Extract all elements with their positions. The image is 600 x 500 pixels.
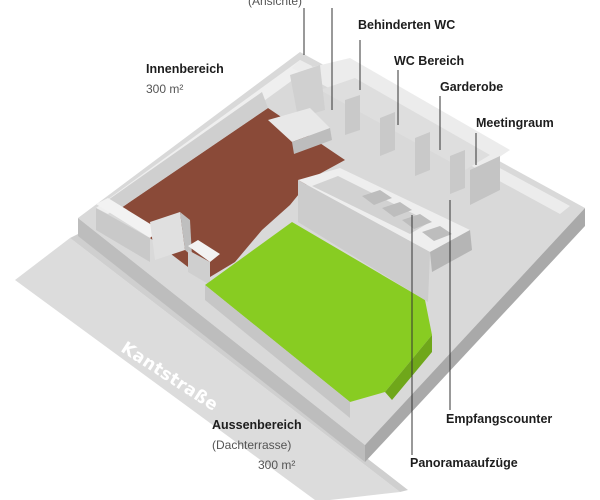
label-innenbereich-area: 300 m² <box>146 82 184 96</box>
innen-wall-front <box>96 208 150 262</box>
terrace-floor <box>205 222 432 402</box>
innen-pillar-left <box>150 212 185 260</box>
label-innenbereich: Innenbereich <box>146 62 224 76</box>
innen-counter-side <box>292 128 332 154</box>
street-band <box>15 238 400 500</box>
meetingraum-wall <box>470 156 500 205</box>
label-behinderten-wc: Behinderten WC <box>358 18 456 32</box>
innen-pillar-front-top <box>188 240 220 262</box>
lift-shaft-2 <box>382 202 412 217</box>
lift-shaft-4 <box>422 226 452 241</box>
lift-shaft-3 <box>402 214 432 229</box>
base-slab-left-side <box>78 218 365 462</box>
innen-counter <box>268 108 330 142</box>
rooms-floor <box>320 78 490 170</box>
lift-shaft-1 <box>362 190 392 205</box>
label-meetingraum: Meetingraum <box>476 116 554 130</box>
label-panoramaaufzuege: Panoramaaufzüge <box>410 456 518 470</box>
room-wall-1 <box>345 95 360 135</box>
core-block-inner <box>312 176 430 234</box>
label-aussenbereich: Aussenbereich <box>212 418 302 432</box>
room-wall-4 <box>450 150 465 194</box>
base-slab-right-side <box>365 208 585 462</box>
label-ansichte: (Ansichte) <box>248 0 303 8</box>
room-wall-3 <box>415 132 430 176</box>
ansichte-room <box>290 65 325 118</box>
label-wc-bereich: WC Bereich <box>394 54 465 68</box>
label-aussenbereich-sub: (Dachterrasse) <box>212 438 292 452</box>
label-aussenbereich-area: 300 m² <box>258 458 296 472</box>
innen-pillar-front <box>188 250 210 285</box>
innen-wall-front-top <box>96 198 160 238</box>
label-garderobe: Garderobe <box>440 80 504 94</box>
core-right-wall <box>430 230 472 272</box>
label-empfangscounter: Empfangscounter <box>446 412 553 426</box>
innen-wall-back <box>108 92 268 210</box>
core-block-left-wall <box>298 180 430 302</box>
room-wall-2 <box>380 112 395 156</box>
terrace-edge-right <box>385 335 432 400</box>
innen-pillar-left-side <box>180 212 192 256</box>
terrace-front-wall <box>205 285 350 418</box>
